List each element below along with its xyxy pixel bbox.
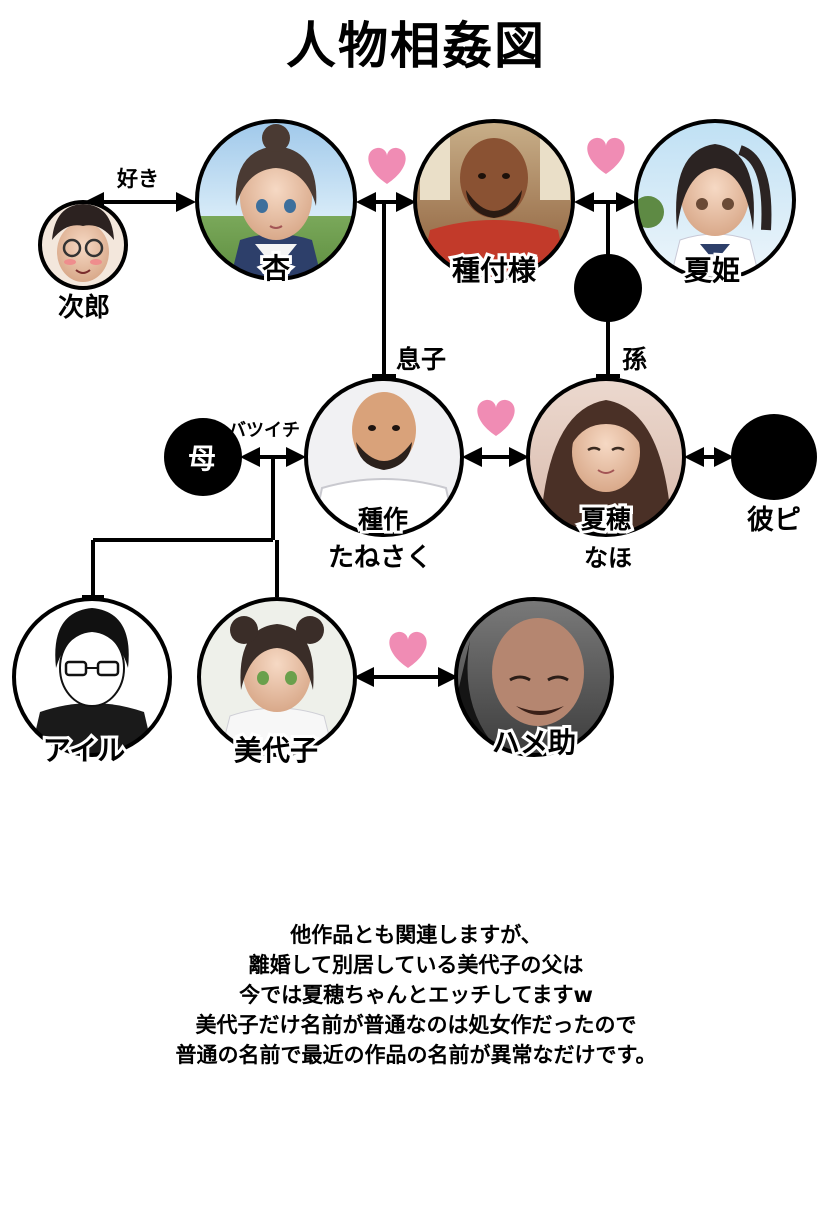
portrait-airu xyxy=(12,597,172,757)
label-natsuhime: 夏姫 xyxy=(684,254,740,287)
footnote-line: 普通の名前で最近の作品の名前が異常なだけです。 xyxy=(175,1043,657,1067)
relation-grandchild: 孫 xyxy=(622,345,647,374)
heart-icon xyxy=(587,137,625,174)
relation-like: 好き xyxy=(116,167,159,191)
heart-icon xyxy=(368,147,406,184)
label-hamesuke: ハメ助 xyxy=(492,726,576,759)
portrait-tanetsuke xyxy=(413,119,575,281)
hearts xyxy=(368,137,625,668)
portrait-miyoko xyxy=(197,597,357,757)
portrait-natsuhime xyxy=(634,119,796,281)
page-title: 人物相姦図 xyxy=(286,17,546,75)
label-mother: 母 xyxy=(188,442,216,475)
boyfriend-silhouette xyxy=(731,414,817,500)
footnote-line: 離婚して別居している美代子の父は xyxy=(248,953,584,977)
portrait-hamesuke xyxy=(454,597,614,757)
reading-tanesaku: たねさく xyxy=(328,543,432,573)
label-an: 杏 xyxy=(262,252,290,285)
mother-silhouette xyxy=(164,418,242,496)
label-jiro: 次郎 xyxy=(58,293,110,323)
unknown-person-silhouette xyxy=(574,254,642,322)
label-tanesaku: 種作 xyxy=(358,505,408,534)
label-boyfriend: 彼ピ xyxy=(747,505,801,536)
heart-icon xyxy=(389,631,427,668)
portrait-jiro xyxy=(38,200,128,290)
label-miyoko: 美代子 xyxy=(234,734,318,767)
footnote-line: 他作品とも関連しますが、 xyxy=(290,923,542,947)
relation-son: 息子 xyxy=(396,345,446,374)
portrait-tanesaku xyxy=(304,377,464,537)
reading-naho: なほ xyxy=(584,544,632,572)
heart-icon xyxy=(477,399,515,436)
footnote: 他作品とも関連しますが、 離婚して別居している美代子の父は 今では夏穂ちゃんとエ… xyxy=(0,920,832,1070)
portrait-naho xyxy=(526,377,686,537)
relation-divorced: バツイチ xyxy=(228,420,300,441)
footnote-line: 今では夏穂ちゃんとエッチしてますw xyxy=(239,983,593,1007)
footnote-line: 美代子だけ名前が普通なのは処女作だったので xyxy=(195,1013,637,1037)
label-naho: 夏穂 xyxy=(581,505,631,534)
label-airu: アイル xyxy=(43,734,126,767)
portrait-an xyxy=(195,119,357,281)
label-tanetsuke: 種付様 xyxy=(452,254,537,287)
